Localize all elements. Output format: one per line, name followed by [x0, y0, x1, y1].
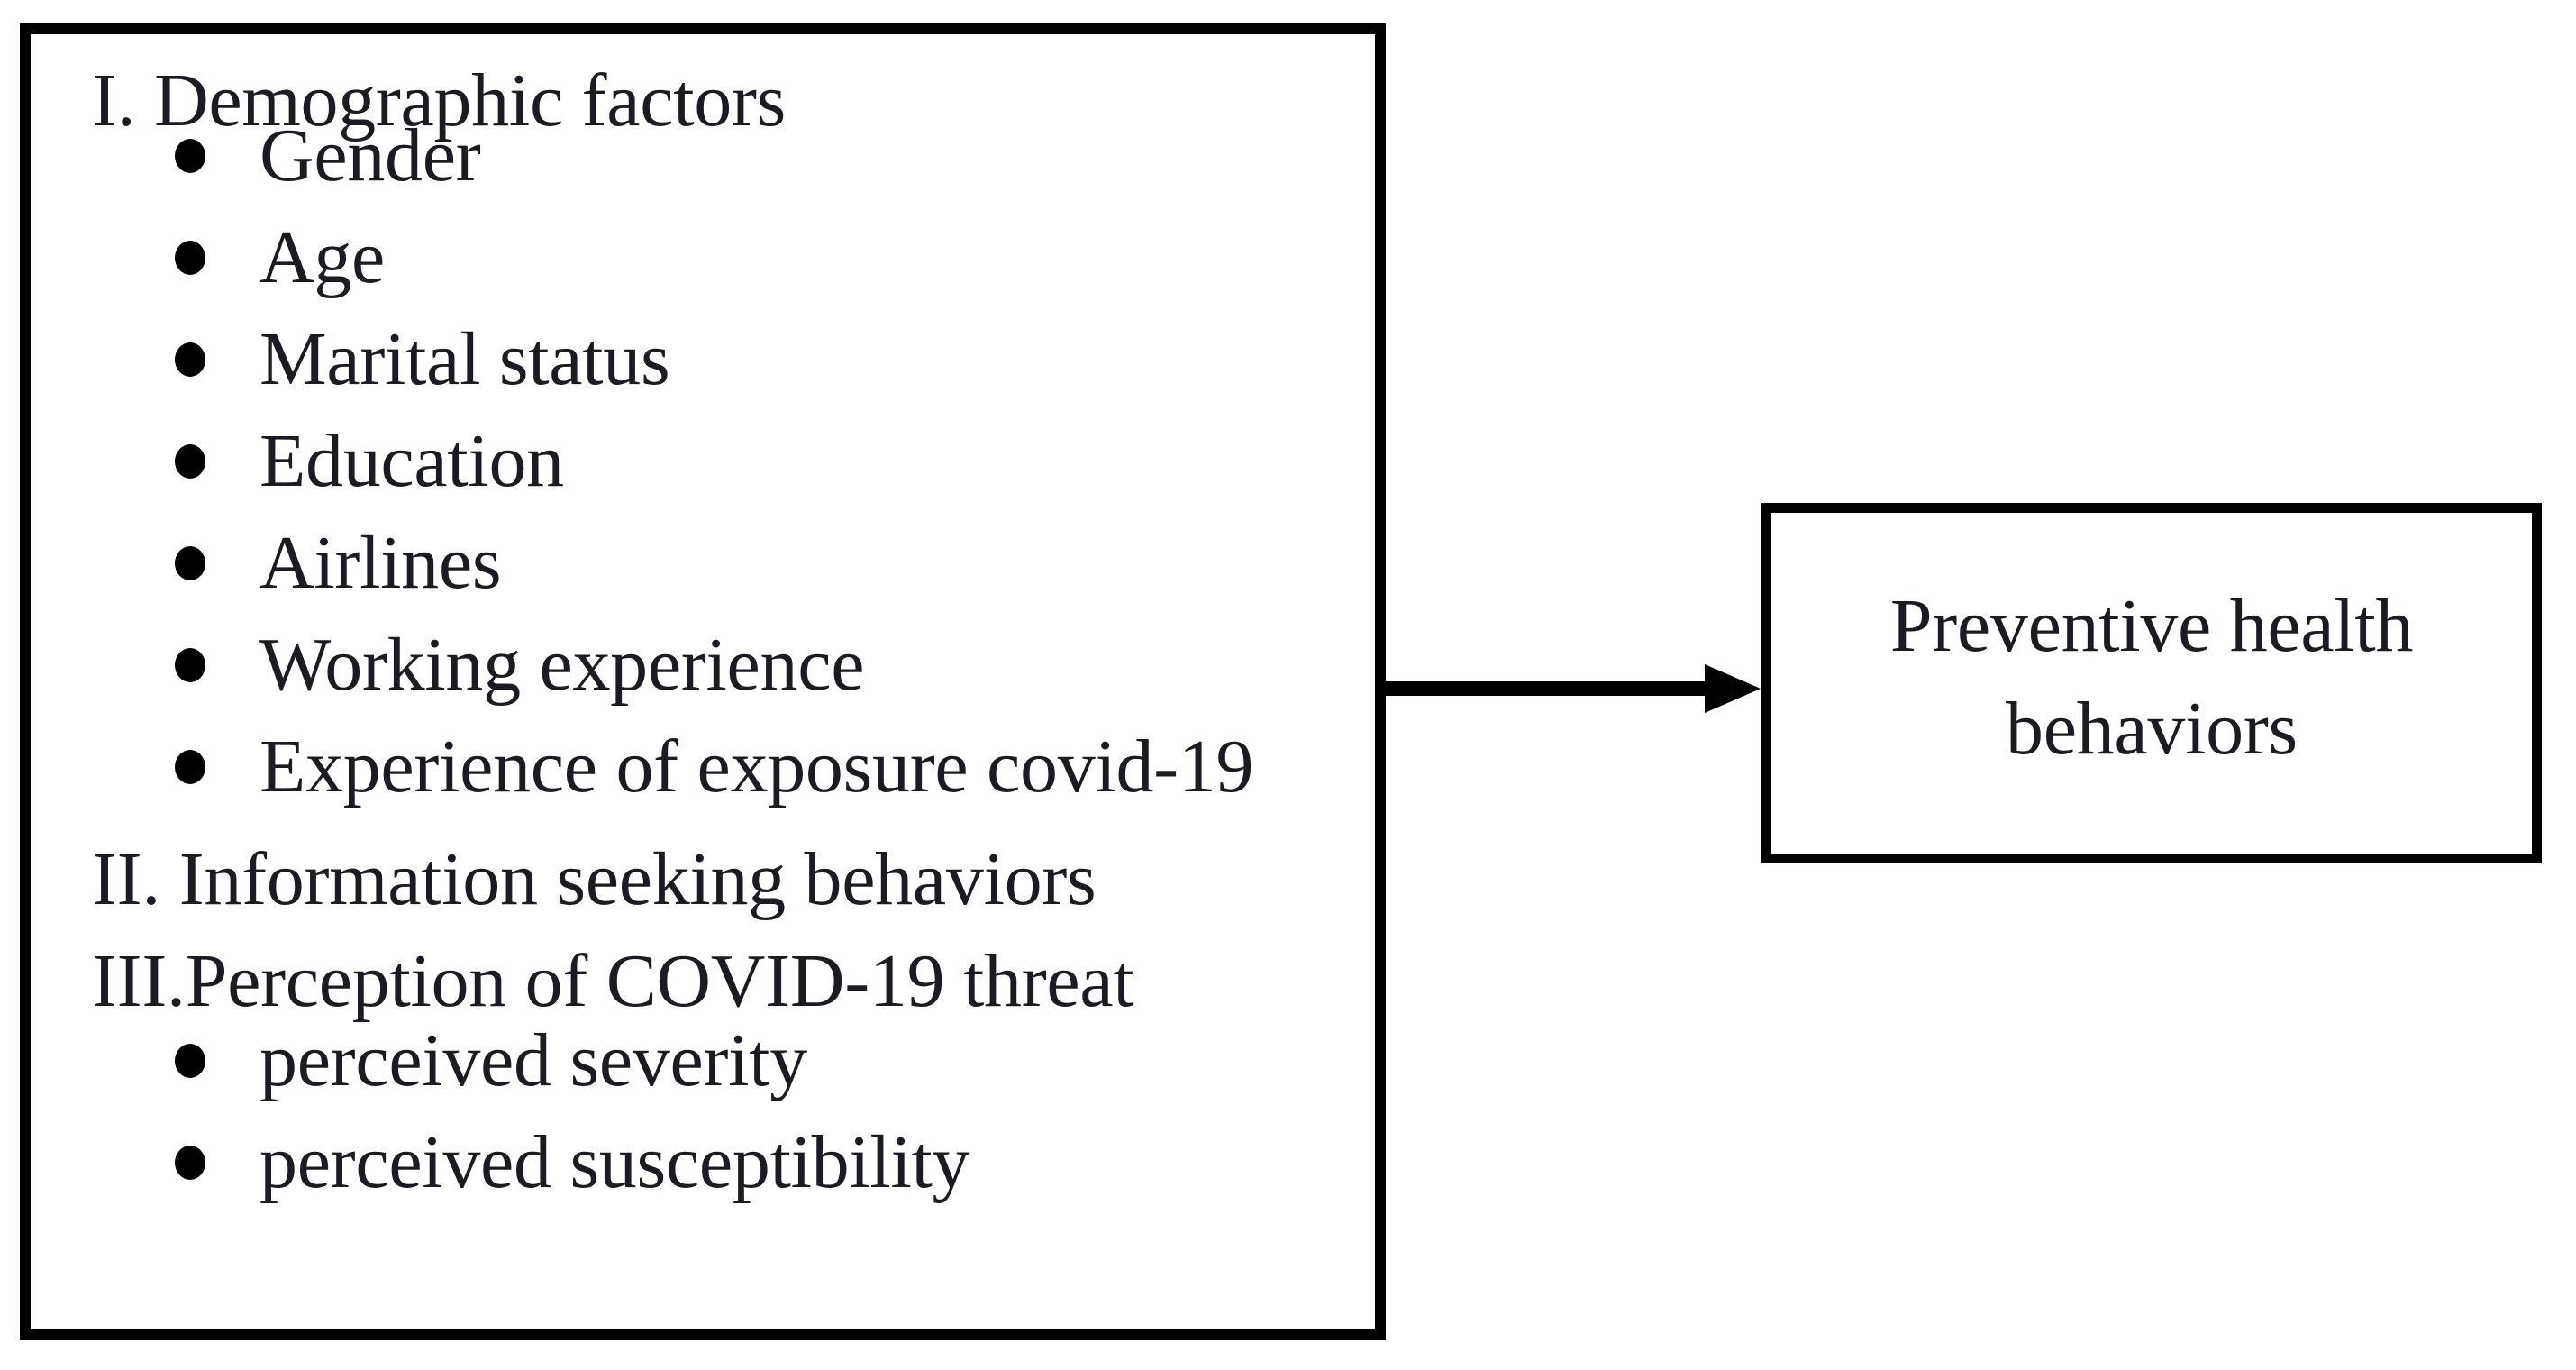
section-heading-i: I. Demographic factors: [92, 59, 787, 142]
bullet-label: Age: [259, 215, 386, 299]
outcome-box: Preventive health behaviors: [1761, 503, 2542, 863]
bullet-icon: [175, 1044, 205, 1078]
bullet-icon: [175, 139, 205, 173]
bullet-label: perceived susceptibility: [259, 1120, 970, 1204]
bullet-label: Education: [259, 419, 564, 503]
bullet-icon: [175, 648, 205, 682]
bullet-label: perceived severity: [259, 1018, 807, 1102]
bullet-icon: [175, 241, 205, 275]
bullet-icon: [175, 546, 205, 580]
bullet-label: Gender: [259, 114, 481, 197]
section-heading-iii: III.Perception of COVID-19 threat: [92, 939, 1134, 1023]
bullet-label: Airlines: [259, 521, 502, 605]
bullet-icon: [175, 444, 205, 479]
outcome-label-line2: behaviors: [2006, 687, 2298, 771]
arrow-right-icon: [1386, 658, 1764, 717]
outcome-label-line1: Preventive health: [1889, 584, 2414, 668]
bullet-label: Working experience: [259, 623, 865, 707]
section-heading-ii: II. Information seeking behaviors: [92, 837, 1097, 921]
bullet-icon: [175, 342, 205, 377]
bullet-icon: [175, 1146, 205, 1180]
outcome-label: Preventive health behaviors: [1889, 575, 2414, 791]
bullet-icon: [175, 750, 205, 784]
bullet-label: Marital status: [259, 317, 670, 401]
arrow-head: [1705, 664, 1761, 713]
bullet-label: Experience of exposure covid-19: [259, 725, 1254, 808]
arrow-shaft: [1386, 681, 1717, 696]
factors-box: I. Demographic factors Gender Age Marita…: [20, 23, 1386, 1340]
